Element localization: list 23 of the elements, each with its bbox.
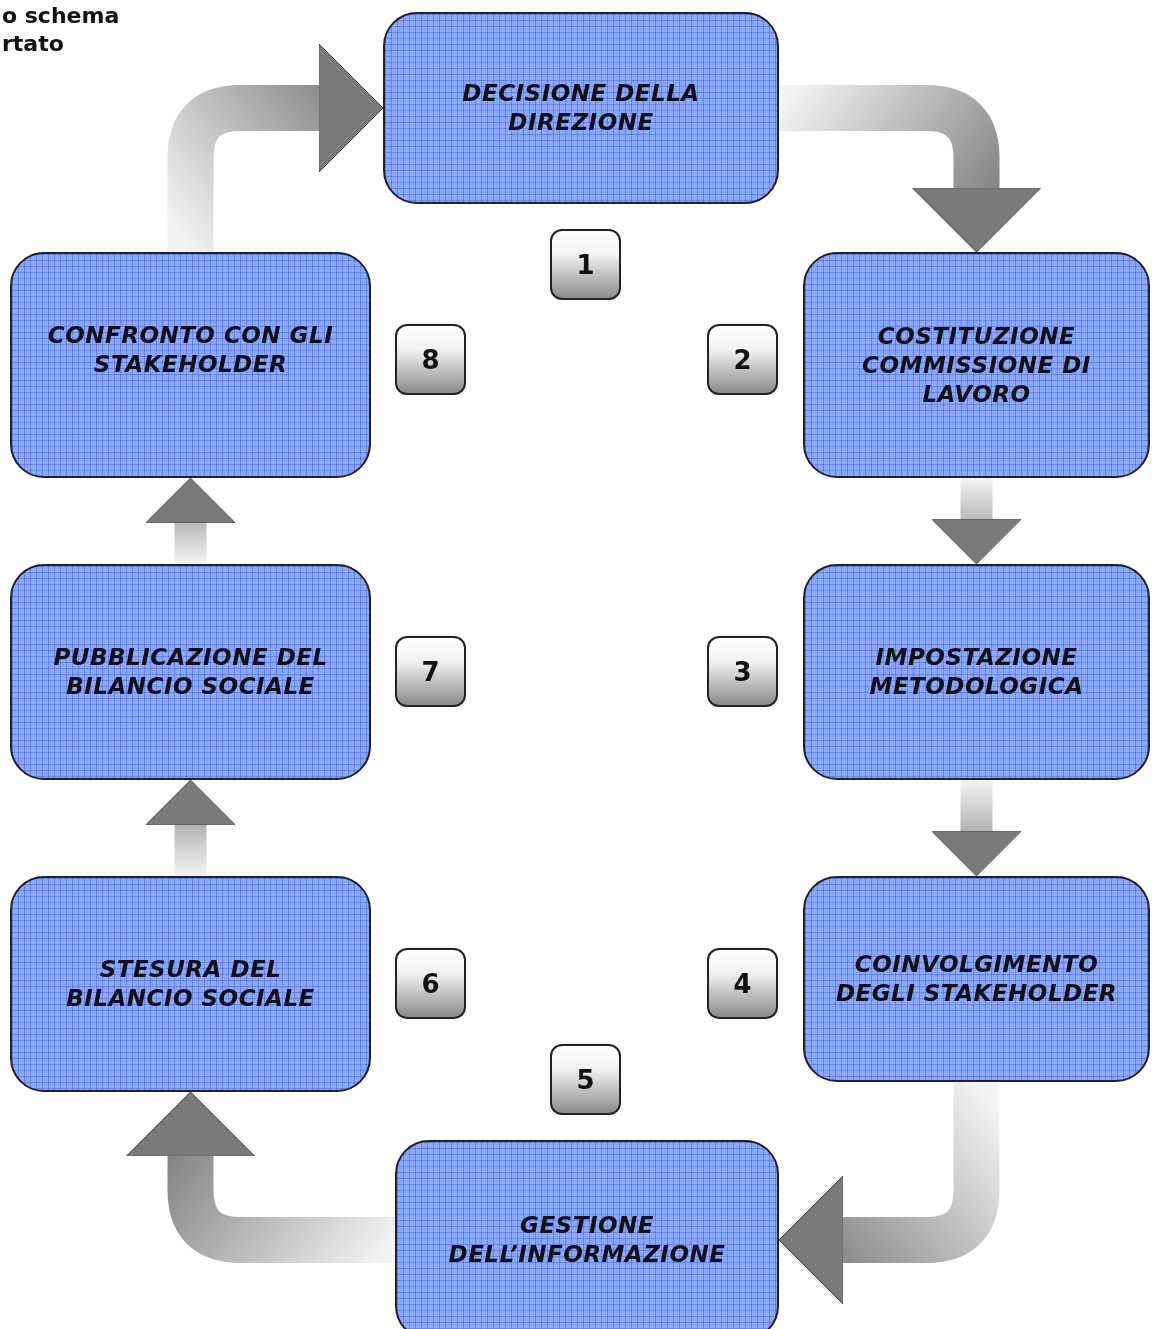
note-text: o schema rtato xyxy=(2,2,121,58)
block-arrow xyxy=(931,478,1022,565)
step-number-badge: 1 xyxy=(550,229,621,300)
step-number-badge: 6 xyxy=(395,948,466,1019)
process-box: GESTIONE DELL’INFORMAZIONE xyxy=(395,1140,779,1329)
block-arrow xyxy=(145,779,236,876)
step-number-badge: 7 xyxy=(395,636,466,707)
block-arrow xyxy=(145,477,236,564)
block-arrow xyxy=(779,85,1042,253)
block-arrow xyxy=(125,1091,395,1263)
step-number-badge: 3 xyxy=(707,636,778,707)
process-box: DECISIONE DELLA DIREZIONE xyxy=(383,12,779,204)
process-box: PUBBLICAZIONE DEL BILANCIO SOCIALE xyxy=(10,564,371,780)
step-number-badge: 5 xyxy=(550,1044,621,1115)
process-box: COINVOLGIMENTO DEGLI STAKEHOLDER xyxy=(803,876,1150,1082)
process-box: COSTITUZIONE COMMISSIONE DI LAVORO xyxy=(803,252,1150,478)
process-box: IMPOSTAZIONE METODOLOGICA xyxy=(803,564,1150,780)
step-number-badge: 4 xyxy=(707,948,778,1019)
step-number-badge: 8 xyxy=(395,324,466,395)
block-arrow xyxy=(931,780,1022,877)
process-box: CONFRONTO CON GLI STAKEHOLDER xyxy=(10,252,371,478)
process-box: STESURA DEL BILANCIO SOCIALE xyxy=(10,876,371,1092)
step-number-badge: 2 xyxy=(707,324,778,395)
